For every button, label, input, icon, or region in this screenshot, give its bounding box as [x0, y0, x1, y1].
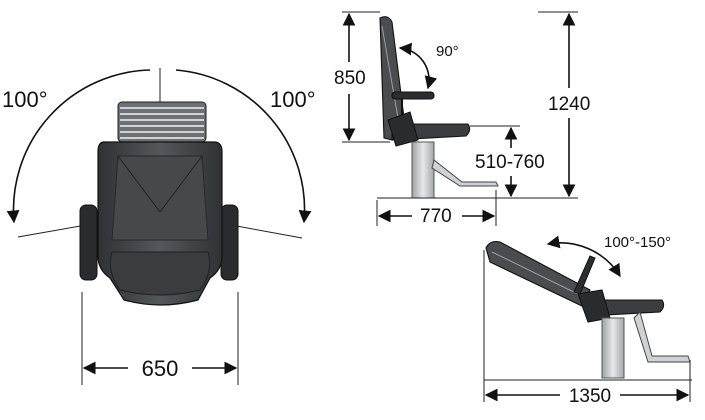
label-seat-height: 510-760	[475, 152, 545, 173]
rotation-arc-left	[6, 69, 151, 224]
rotation-arc-right	[175, 69, 312, 224]
reclined-column	[601, 317, 625, 379]
left-armrest	[79, 204, 98, 281]
recline-angle-arrow	[546, 235, 621, 278]
label-width-front: 650	[142, 356, 179, 381]
seat-inner	[111, 155, 209, 241]
side-view	[342, 11, 578, 226]
label-backrest-angle: 90°	[436, 43, 459, 60]
front-view	[6, 68, 312, 385]
label-angle-right: 100°	[270, 87, 316, 112]
label-height-back: 850	[334, 68, 366, 89]
seat-cushion-front	[109, 251, 211, 296]
side-armrest	[391, 91, 435, 100]
label-length-reclined: 1350	[569, 386, 611, 407]
side-column	[411, 141, 435, 199]
right-armrest	[220, 204, 239, 281]
label-angle-left: 100°	[2, 87, 48, 112]
label-recline-angle: 100°-150°	[604, 234, 671, 251]
label-depth-side: 770	[420, 206, 452, 227]
reclined-view	[483, 235, 692, 402]
label-total-height: 1240	[548, 94, 590, 115]
backrest-angle-arrow	[398, 42, 438, 90]
headrest	[117, 101, 207, 143]
reclined-backrest	[485, 241, 591, 307]
